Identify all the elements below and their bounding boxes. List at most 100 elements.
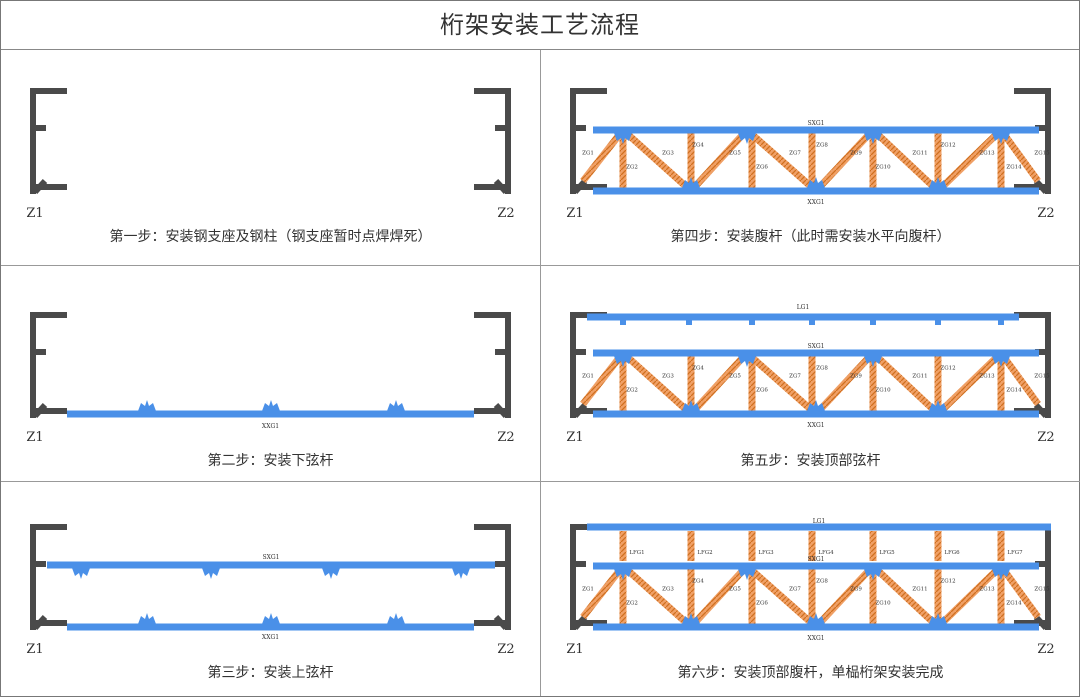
web-label-zg14: ZG14 [1006,601,1022,607]
web-label-zg12: ZG12 [940,143,955,149]
top-chord-sxg1-label: SXG1 [808,120,825,127]
web-label-zg3: ZG3 [662,374,674,380]
step-4-caption: 第四步：安装腹杆（此时需安装水平向腹杆） [670,229,951,245]
web-member-zg8 [808,353,816,414]
web-member-zg12 [934,130,942,191]
web-member-zg3 [620,563,694,630]
column-z2 [1014,524,1051,630]
web-label-zg14: ZG14 [1006,165,1022,171]
top-chord-sxg1-label: SXG1 [263,554,280,561]
gusset-plate [202,568,220,579]
step-1-caption: 第一步：安装钢支座及钢柱（钢支座暂时点焊焊死） [109,229,432,245]
web-label-zg12: ZG12 [940,579,955,585]
bottom-chord-xxg1-label: XXG1 [807,422,824,429]
roof-web-member-lfg7 [997,531,1005,561]
bottom-chord-xxg1 [593,187,1039,195]
web-member-zg12 [934,566,942,627]
column-label-z1: Z1 [26,430,43,445]
web-label-zg8: ZG8 [816,579,828,585]
top-chord-sxg1-label: SXG1 [808,343,825,350]
roof-connector [870,317,876,325]
gusset-plate [992,133,1010,144]
web-label-zg1: ZG1 [582,151,594,157]
column-label-z1: Z1 [566,642,583,657]
web-label-zg4: ZG4 [692,143,704,149]
web-member-zg7 [744,350,819,417]
gusset-plate [864,356,882,367]
roof-connector [809,317,815,325]
web-member-zg14 [997,353,1005,414]
web-member-zg7 [744,563,819,630]
step-3-caption: 第三步：安装上弦杆 [207,665,334,681]
gusset-plate [929,400,947,411]
web-label-zg5: ZG5 [729,374,741,380]
bottom-chord-xxg1 [67,623,474,631]
gusset-plate [614,356,632,367]
web-member-zg4 [687,353,695,414]
web-label-zg15: ZG15 [1034,151,1050,157]
column-z2 [1014,88,1051,194]
column-z1 [30,88,67,194]
top-chord-sxg1 [593,126,1039,134]
web-label-zg5: ZG5 [729,151,741,157]
web-member-zg2 [619,566,627,627]
web-member-zg2 [619,353,627,414]
web-label-zg10: ZG10 [875,388,891,394]
web-label-zg13: ZG13 [979,151,995,157]
column-z2 [474,312,511,418]
web-member-zg4 [687,130,695,191]
web-label-zg9: ZG9 [850,151,862,157]
column-z1 [570,524,607,630]
web-member-zg14 [997,566,1005,627]
web-member-zg14 [997,130,1005,191]
web-label-zg9: ZG9 [850,374,862,380]
column-z1-brace [32,178,48,195]
bottom-chord-xxg1 [593,623,1039,631]
gusset-plate [807,177,825,188]
web-label-zg11: ZG11 [912,151,927,157]
roof-web-label-lfg1: LFG1 [629,550,644,556]
column-z2 [474,88,511,194]
web-label-zg7: ZG7 [789,587,801,593]
roof-web-member-lfg4 [808,531,816,561]
web-member-zg8 [808,130,816,191]
diagram-title: 桁架安装工艺流程 [1,1,1079,50]
column-z2-brace [1033,614,1049,631]
web-label-zg11: ZG11 [912,374,927,380]
gusset-plate [387,400,405,411]
column-z2-brace [493,402,509,419]
web-member-zg11 [870,127,941,194]
roof-connector [749,317,755,325]
bottom-chord-xxg1-label: XXG1 [262,423,279,430]
web-member-zg5 [688,127,750,194]
column-label-z1: Z1 [566,430,583,445]
web-label-zg3: ZG3 [662,151,674,157]
web-label-zg10: ZG10 [875,601,891,607]
web-label-zg15: ZG15 [1034,587,1050,593]
step-5-caption: 第五步：安装顶部弦杆 [740,453,881,469]
gusset-plate [72,568,90,579]
web-member-zg3 [620,127,694,194]
gusset-plate [614,133,632,144]
gusset-plate [682,400,700,411]
roof-connector [620,317,626,325]
column-z2-brace [1033,178,1049,195]
column-label-z2: Z2 [497,206,514,221]
gusset-plate [138,613,156,624]
bottom-chord-xxg1 [593,410,1039,418]
roof-web-label-lfg3: LFG3 [758,550,774,556]
web-member-zg9 [813,563,876,630]
gusset-plate [807,400,825,411]
web-member-zg10 [869,130,877,191]
web-member-zg6 [748,566,756,627]
column-z2 [1014,312,1051,418]
web-member-zg3 [620,350,694,417]
web-label-zg6: ZG6 [756,388,768,394]
step-6-caption: 第六步：安装顶部腹杆，单榀桁架安装完成 [677,665,944,681]
